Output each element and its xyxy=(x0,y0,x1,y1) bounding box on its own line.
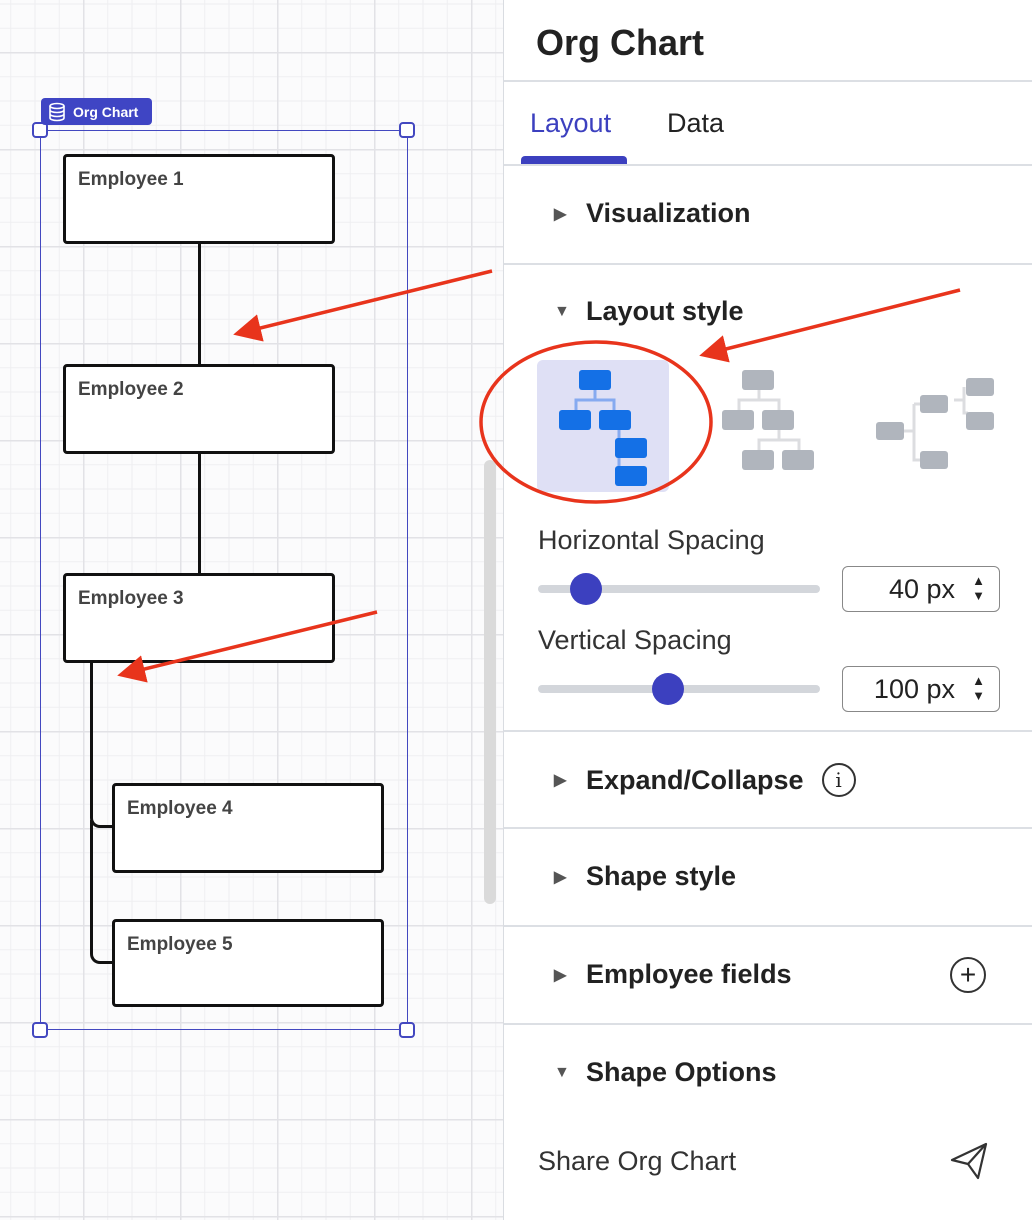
section-label: Shape Options xyxy=(586,1057,777,1087)
caret-right-icon: ▶ xyxy=(554,205,567,223)
org-tree-icon xyxy=(722,370,814,470)
horizontal-spacing-slider[interactable] xyxy=(538,573,820,605)
section-visualization[interactable]: ▶ Visualization xyxy=(554,198,751,229)
org-chart-tag[interactable]: Org Chart xyxy=(41,98,152,125)
divider xyxy=(504,827,1032,829)
divider xyxy=(504,80,1032,82)
divider xyxy=(504,925,1032,927)
horizontal-spacing-label: Horizontal Spacing xyxy=(538,525,765,555)
scrollbar[interactable] xyxy=(484,460,496,904)
section-layout-style[interactable]: ▼ Layout style xyxy=(554,296,744,327)
connector xyxy=(198,242,201,366)
vertical-spacing-input[interactable]: 100 px ▲▼ xyxy=(842,666,1000,712)
active-tab-indicator xyxy=(521,156,627,164)
canvas[interactable]: Org Chart Employee 1 Employee 2 Employee… xyxy=(0,0,503,1220)
caret-down-icon: ▼ xyxy=(554,1063,570,1081)
vertical-spacing-slider[interactable] xyxy=(538,673,820,705)
vertical-spacing-label: Vertical Spacing xyxy=(538,625,732,655)
caret-right-icon: ▶ xyxy=(554,772,567,789)
slider-knob[interactable] xyxy=(569,573,602,605)
slider-knob[interactable] xyxy=(651,673,684,705)
section-label: Layout style xyxy=(586,296,744,326)
input-value: 100 px xyxy=(873,673,955,704)
caret-right-icon: ▶ xyxy=(554,966,567,984)
properties-panel: Org Chart Layout Data ▶ Visualization ▼ La… xyxy=(503,0,1032,1220)
caret-down-icon: ▼ xyxy=(554,302,570,320)
connector xyxy=(90,660,116,828)
divider xyxy=(504,1023,1032,1025)
connector xyxy=(90,820,116,964)
section-label: Employee fields xyxy=(586,959,792,989)
section-shape-style[interactable]: ▶ Shape style xyxy=(554,861,736,892)
employee-node[interactable]: Employee 4 xyxy=(112,783,384,873)
section-label: Expand/Collapse xyxy=(586,764,804,795)
section-employee-fields[interactable]: ▶ Employee fields xyxy=(554,959,792,990)
resize-handle[interactable] xyxy=(32,1022,48,1038)
employee-node[interactable]: Employee 3 xyxy=(63,573,335,663)
mind-map-icon xyxy=(876,378,994,469)
resize-handle[interactable] xyxy=(399,1022,415,1038)
employee-node[interactable]: Employee 2 xyxy=(63,364,335,454)
employee-node[interactable]: Employee 5 xyxy=(112,919,384,1007)
layout-option-left-right-tree[interactable] xyxy=(870,360,1002,492)
section-label: Visualization xyxy=(586,198,751,228)
stepper-icon[interactable]: ▲▼ xyxy=(972,673,985,703)
info-icon[interactable]: i xyxy=(821,763,856,797)
caret-right-icon: ▶ xyxy=(554,868,567,886)
input-value: 40 px xyxy=(888,573,955,604)
add-field-icon[interactable]: + xyxy=(950,957,986,993)
divider xyxy=(504,164,1032,166)
layout-option-vertical-stacked[interactable] xyxy=(537,360,669,492)
horizontal-spacing-input[interactable]: 40 px ▲▼ xyxy=(842,566,1000,612)
send-icon[interactable] xyxy=(948,1140,990,1182)
panel-title: Org Chart xyxy=(536,22,705,63)
share-org-chart-label[interactable]: Share Org Chart xyxy=(538,1146,737,1176)
employee-node[interactable]: Employee 1 xyxy=(63,154,335,244)
tab-layout[interactable]: Layout xyxy=(530,108,612,138)
layout-option-horizontal-tree[interactable] xyxy=(704,360,836,492)
connector xyxy=(198,452,201,576)
org-tree-stacked-icon xyxy=(559,370,647,486)
resize-handle[interactable] xyxy=(32,122,48,138)
section-expand-collapse[interactable]: ▶ Expand/Collapse i xyxy=(554,763,856,797)
stepper-icon[interactable]: ▲▼ xyxy=(972,573,985,603)
org-chart-tag-label: Org Chart xyxy=(73,103,139,120)
divider xyxy=(504,730,1032,732)
divider xyxy=(504,263,1032,265)
tab-data[interactable]: Data xyxy=(667,108,725,138)
section-shape-options[interactable]: ▼ Shape Options xyxy=(554,1057,777,1088)
selection-box xyxy=(40,130,408,1030)
section-label: Shape style xyxy=(586,861,737,891)
resize-handle[interactable] xyxy=(399,122,415,138)
database-icon xyxy=(49,102,65,121)
